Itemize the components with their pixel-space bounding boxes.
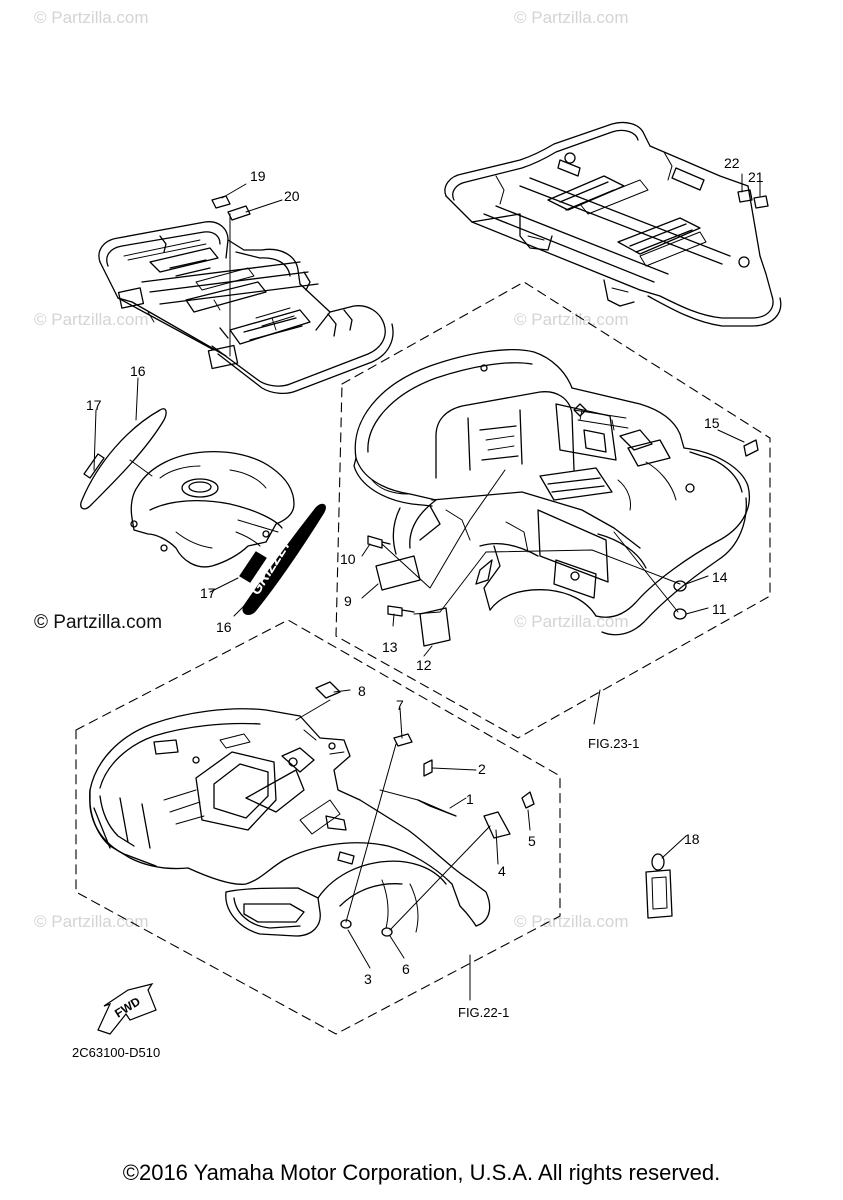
leader-lines — [93, 173, 761, 1001]
diagram-code: 2C63100-D510 — [72, 1045, 161, 1060]
front-carrier — [98, 221, 394, 395]
callout-9: 9 — [344, 593, 352, 609]
small-parts — [80, 189, 769, 937]
callout-14: 14 — [712, 569, 728, 585]
front-fender — [89, 708, 491, 937]
callout-2: 2 — [478, 761, 486, 777]
callout-8: 8 — [358, 683, 366, 699]
callout-16-upper: 16 — [130, 363, 146, 379]
watermark: © Partzilla.com — [34, 310, 149, 329]
callout-22: 22 — [724, 155, 740, 171]
brand-watermark: © Partzilla.com — [34, 612, 163, 633]
watermark: © Partzilla.com — [514, 912, 629, 931]
tank-cover — [130, 450, 295, 568]
callout-15: 15 — [704, 415, 720, 431]
callout-7: 7 — [396, 697, 404, 713]
callout-3: 3 — [364, 971, 372, 987]
rear-fender-group-box — [335, 281, 771, 739]
callout-1: 1 — [466, 791, 474, 807]
callout-17-lower: 17 — [200, 585, 216, 601]
rear-fender — [353, 349, 750, 636]
callout-19: 19 — [250, 168, 266, 184]
rear-carrier — [444, 121, 782, 327]
callout-4: 4 — [498, 863, 506, 879]
watermark: © Partzilla.com — [34, 8, 149, 27]
callout-20: 20 — [284, 188, 300, 204]
callout-16-lower: 16 — [216, 619, 232, 635]
callout-6: 6 — [402, 961, 410, 977]
front-fender-group-box — [75, 619, 561, 1035]
copyright-footer: ©2016 Yamaha Motor Corporation, U.S.A. A… — [122, 1160, 721, 1185]
fig-ref-22-1: FIG.22-1 — [458, 1005, 509, 1020]
callout-5: 5 — [528, 833, 536, 849]
watermark: © Partzilla.com — [514, 8, 629, 27]
forward-arrow-icon: FWD — [97, 983, 157, 1035]
watermark: © Partzilla.com — [514, 310, 629, 329]
callout-17-upper: 17 — [86, 397, 102, 413]
watermark: © Partzilla.com — [34, 912, 149, 931]
callout-13: 13 — [382, 639, 398, 655]
figure-references: FIG.23-1 FIG.22-1 — [458, 736, 639, 1020]
fig-ref-23-1: FIG.23-1 — [588, 736, 639, 751]
callout-21: 21 — [748, 169, 764, 185]
callout-12: 12 — [416, 657, 432, 673]
callout-10: 10 — [340, 551, 356, 567]
callout-numbers: 1 2 3 4 5 6 7 8 9 10 11 12 13 14 15 16 1… — [86, 155, 764, 987]
callout-11: 11 — [712, 601, 727, 617]
callout-18: 18 — [684, 831, 700, 847]
